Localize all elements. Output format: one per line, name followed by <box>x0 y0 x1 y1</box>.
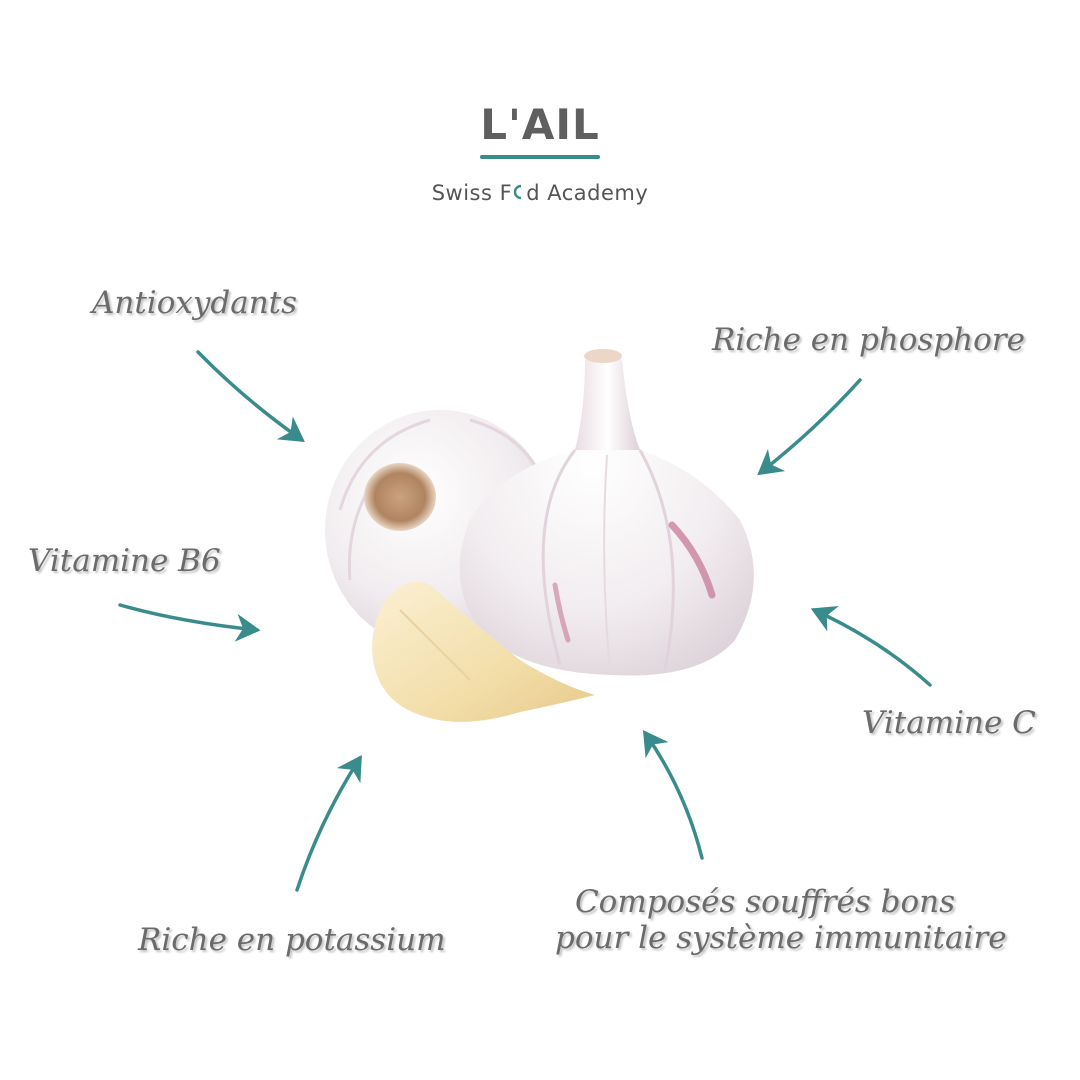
title-underline <box>480 155 600 159</box>
brand-name: Swiss F d Academy <box>0 181 1080 205</box>
brand-text-start: Swiss F <box>431 181 513 205</box>
garlic-bulb-right-icon <box>459 349 754 676</box>
arrow-antioxidants-icon <box>196 350 305 443</box>
label-antioxidants: Antioxydants <box>92 285 298 321</box>
label-phosphorus: Riche en phosphore <box>712 322 1025 358</box>
arrow-vitc-icon <box>810 605 932 687</box>
brand-text-end: d Academy <box>526 181 649 205</box>
label-sulfur-line-1: Composés souffrés bons <box>574 884 956 920</box>
page-title: L'AIL <box>480 100 600 149</box>
arrow-sulfur-icon <box>642 730 704 860</box>
arrow-potassium-icon <box>295 755 362 892</box>
label-sulfur-compounds: Composés souffrés bons pour le système i… <box>555 884 1007 956</box>
label-vitamin-b6: Vitamine B6 <box>28 543 221 579</box>
label-vitamin-c: Vitamine C <box>862 705 1036 741</box>
arrow-phosphorus-icon <box>757 378 862 476</box>
brand-o-mark <box>512 181 526 205</box>
label-potassium: Riche en potassium <box>138 922 446 958</box>
garlic-clove-icon <box>372 581 595 722</box>
arrow-b6-icon <box>118 603 261 642</box>
label-sulfur-line-2: pour le système immunitaire <box>555 920 1007 956</box>
